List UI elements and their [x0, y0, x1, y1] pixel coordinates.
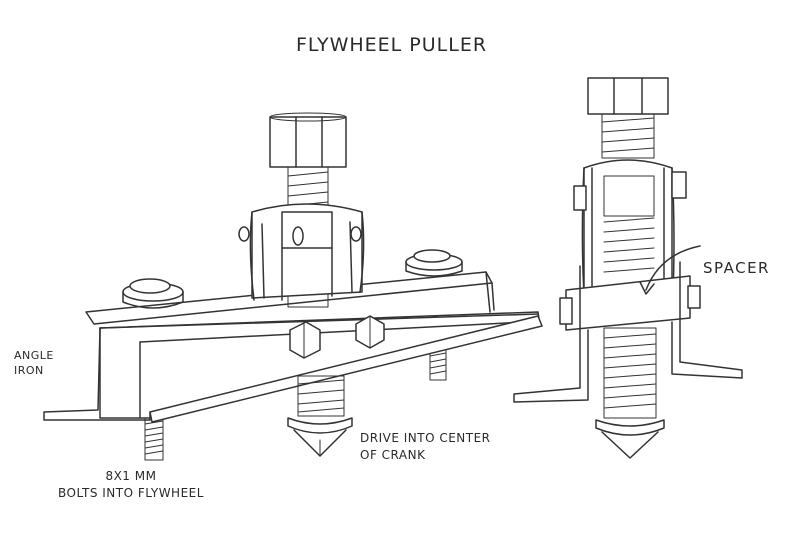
- spacer-label: Spacer: [703, 259, 770, 277]
- bolts-label-line2: Bolts into flywheel: [58, 486, 204, 500]
- angle-iron-label-line2: Iron: [14, 364, 44, 377]
- angle-iron-flange: [43, 315, 543, 423]
- right-bolt-thread: [429, 349, 447, 381]
- drive-label-line1: Drive into center: [360, 431, 491, 445]
- end-view-bolt-head: [587, 77, 669, 115]
- end-view-side-tabs: [573, 171, 687, 211]
- right-bolt-nut: [405, 249, 463, 277]
- front-wall-bolts: [289, 315, 385, 359]
- center-bolt-drive-end: [287, 375, 353, 457]
- end-view-body-thread: [603, 217, 655, 273]
- end-view-lower-thread: [595, 327, 665, 459]
- center-bolt-head: [269, 112, 347, 168]
- bolts-label-line1: 8x1 mm: [105, 469, 157, 483]
- left-view: [43, 112, 543, 461]
- angle-iron-label-line1: Angle: [14, 349, 54, 362]
- angle-iron-label: Angle Iron: [14, 348, 54, 378]
- bolts-label: 8x1 mm Bolts into flywheel: [58, 468, 204, 502]
- center-nut-block: [249, 203, 365, 301]
- diagram-title: Flywheel Puller: [296, 34, 488, 56]
- end-view-angle-legs: [513, 261, 743, 403]
- right-view: [513, 77, 743, 459]
- left-bolt-thread: [144, 417, 164, 461]
- spacer-arrow: [639, 245, 701, 295]
- drive-label-line2: of crank: [360, 448, 426, 462]
- end-view-upper-thread: [601, 113, 655, 159]
- drive-label: Drive into center of crank: [360, 430, 491, 464]
- spacer-block: [559, 275, 701, 331]
- collar-side-bolts: [238, 226, 362, 246]
- left-bolt-nut: [122, 278, 184, 309]
